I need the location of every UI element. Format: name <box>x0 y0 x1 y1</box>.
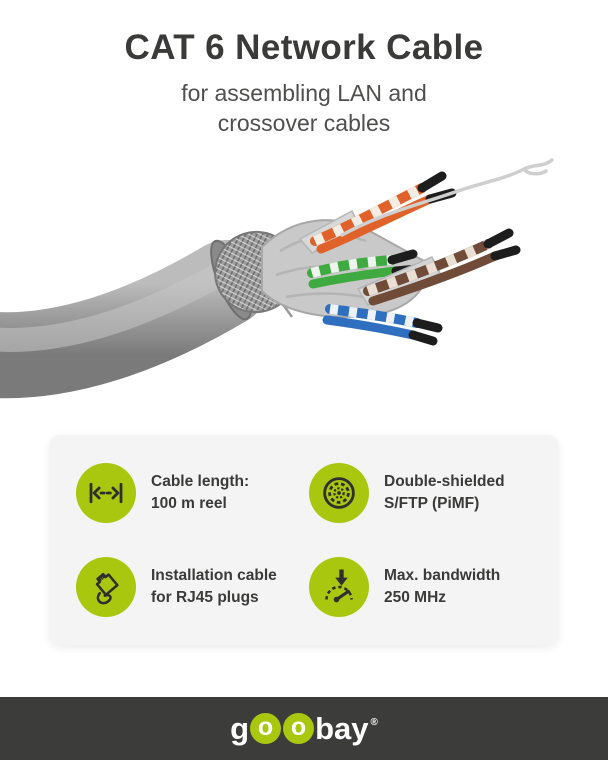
cable-illustration <box>0 157 554 398</box>
cable-length-icon <box>76 462 136 523</box>
logo-letter-g: g <box>230 710 250 746</box>
rj45-plug-icon <box>76 556 136 617</box>
feature-line: for RJ45 plugs <box>151 588 259 606</box>
feature-line: Installation cable <box>151 567 277 585</box>
feature-double-shielded: Double-shielded S/FTP (PiMF) <box>309 462 532 523</box>
feature-line: 250 MHz <box>384 588 447 606</box>
subtitle-line-2: crossover cables <box>217 110 391 137</box>
header: CAT 6 Network Cable for assembling LAN a… <box>0 0 608 139</box>
double-shielded-icon <box>309 462 369 523</box>
feature-line: Double-shielded <box>384 473 505 491</box>
page-subtitle: for assembling LAN and crossover cables <box>0 78 608 139</box>
features-card: Cable length: 100 m reel Double-shielded… <box>50 434 558 645</box>
registered-trademark-symbol: ® <box>370 716 378 728</box>
feature-line: Max. bandwidth <box>384 567 501 585</box>
subtitle-line-1: for assembling LAN and <box>181 80 427 106</box>
feature-installation-cable: Installation cable for RJ45 plugs <box>76 556 299 617</box>
feature-text: Cable length: 100 m reel <box>151 471 249 514</box>
logo-o-circle: o <box>250 713 282 744</box>
bandwidth-icon <box>309 556 369 617</box>
product-photo <box>0 141 608 429</box>
brand-footer: g o o bay ® <box>0 697 608 760</box>
feature-line: Cable length: <box>151 473 250 491</box>
logo-o-circle: o <box>283 713 315 744</box>
feature-text: Max. bandwidth 250 MHz <box>384 565 500 608</box>
feature-text: Installation cable for RJ45 plugs <box>151 565 277 608</box>
feature-line: 100 m reel <box>151 494 227 512</box>
page-title: CAT 6 Network Cable <box>124 28 484 67</box>
feature-line: S/FTP (PiMF) <box>384 494 480 512</box>
feature-max-bandwidth: Max. bandwidth 250 MHz <box>309 556 532 617</box>
feature-text: Double-shielded S/FTP (PiMF) <box>384 471 505 514</box>
goobay-logo: g o o bay ® <box>230 711 378 747</box>
feature-cable-length: Cable length: 100 m reel <box>76 462 299 523</box>
logo-letters-bay: bay <box>315 710 369 746</box>
